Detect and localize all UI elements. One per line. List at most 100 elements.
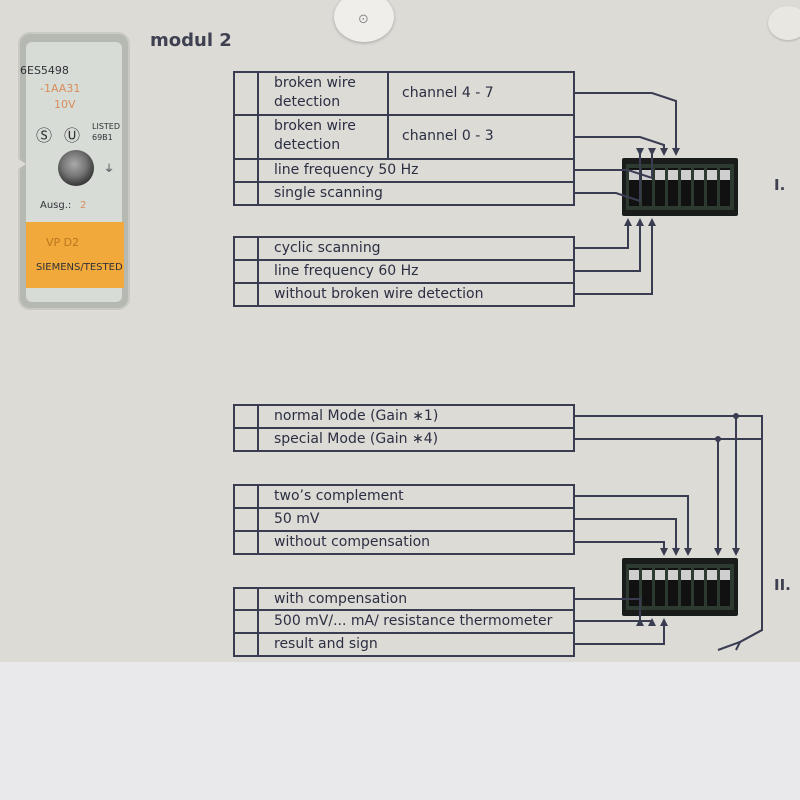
dip-switch-1-slot-1 bbox=[642, 168, 652, 206]
switch-group-1-label: I. bbox=[774, 176, 786, 194]
dip-switch-1-slot-2 bbox=[655, 168, 665, 206]
top-arrow-down-2 bbox=[648, 148, 656, 156]
bottom-row-label-3: 50 mV bbox=[274, 511, 320, 527]
bottom-leader-up-0 bbox=[574, 598, 641, 624]
label-notch bbox=[14, 156, 26, 172]
top-arrow-down-1 bbox=[660, 148, 668, 156]
dip-switch-2-toggle-2 bbox=[655, 570, 665, 580]
dip-switch-1-toggle-4 bbox=[681, 170, 691, 180]
bottom-leader-fmt-1 bbox=[574, 518, 677, 550]
ground-symbol-icon: ⏚ bbox=[104, 164, 114, 175]
bottom-row-label-2: two’s complement bbox=[274, 488, 404, 504]
top-leader-0 bbox=[574, 92, 677, 150]
background-surface bbox=[0, 662, 800, 800]
dip-switch-2-slot-2 bbox=[655, 568, 665, 606]
bottom-arrow-down-0 bbox=[732, 548, 740, 556]
top-arrow-up-2 bbox=[648, 218, 656, 226]
bottom-row-label-4: without compensation bbox=[274, 534, 431, 550]
bottom-leader-fmt-2 bbox=[574, 541, 665, 550]
dip-switch-2-slot-4 bbox=[681, 568, 691, 606]
vp-code: VP D2 bbox=[46, 236, 80, 249]
listed-code: 69B1 bbox=[92, 133, 113, 142]
corner-screw-knob bbox=[768, 6, 800, 40]
bottom-arrow-up-2 bbox=[660, 618, 668, 626]
bottom-row-label-0: normal Mode (Gain ∗1) bbox=[274, 408, 439, 424]
top-row-label-5: line frequency 60 Hz bbox=[274, 263, 419, 279]
dip-switch-2-toggle-5 bbox=[694, 570, 704, 580]
top-leader-1 bbox=[574, 136, 665, 150]
dip-switch-1-toggle-5 bbox=[694, 170, 704, 180]
test-sticker bbox=[26, 222, 124, 288]
bottom-arrow-fmt-0 bbox=[684, 548, 692, 556]
dip-switch-2-slot-1 bbox=[642, 568, 652, 606]
bottom-row-label-7: result and sign bbox=[274, 636, 378, 652]
top-arrow-up-1 bbox=[636, 218, 644, 226]
bottom-junction-0 bbox=[733, 413, 739, 419]
dip-switch-2-toggle-7 bbox=[720, 570, 730, 580]
ausg-value: 2 bbox=[80, 200, 87, 211]
dip-switch-1-slot-6 bbox=[707, 168, 717, 206]
dip-switch-1-toggle-6 bbox=[707, 170, 717, 180]
top-leader-up-0 bbox=[574, 224, 629, 249]
top-arrow-down-3 bbox=[636, 148, 644, 156]
bottom-row-label-1: special Mode (Gain ∗4) bbox=[274, 431, 439, 447]
top-row-value-0: channel 4 - 7 bbox=[402, 85, 494, 101]
dip-switch-2-toggle-6 bbox=[707, 570, 717, 580]
front-panel bbox=[0, 0, 800, 662]
listed-text: LISTED bbox=[92, 122, 120, 131]
top-row-value-1: channel 0 - 3 bbox=[402, 128, 494, 144]
dip-switch-1-slot-4 bbox=[681, 168, 691, 206]
panel-screw-knob: ⊙ bbox=[334, 0, 394, 42]
dip-switch-2-slot-3 bbox=[668, 568, 678, 606]
dip-switch-1-slot-0 bbox=[629, 168, 639, 206]
part-number: 6ES5498 bbox=[20, 64, 69, 77]
top-leader-up-2 bbox=[574, 224, 653, 295]
top-arrow-down-0 bbox=[672, 148, 680, 156]
dip-switch-1-toggle-0 bbox=[629, 170, 639, 180]
dip-switch-2-toggle-3 bbox=[668, 570, 678, 580]
dip-switch-1-toggle-3 bbox=[668, 170, 678, 180]
led-window bbox=[58, 150, 94, 186]
part-suffix: -1AA31 bbox=[40, 82, 81, 95]
brand-tested: SIEMENS/TESTED bbox=[36, 262, 123, 273]
dip-switch-1-slot-5 bbox=[694, 168, 704, 206]
bottom-arrow-up-1 bbox=[648, 618, 656, 626]
dip-switch-1-slot-7 bbox=[720, 168, 730, 206]
dip-switch-2-slot-5 bbox=[694, 568, 704, 606]
top-arrow-up-0 bbox=[624, 218, 632, 226]
bottom-arrow-down-1 bbox=[714, 548, 722, 556]
bottom-row-label-6: 500 mV/... mA/ resistance thermometer bbox=[274, 613, 553, 629]
dip-switch-2-toggle-1 bbox=[642, 570, 652, 580]
bottom-arrow-fmt-2 bbox=[660, 548, 668, 556]
dip-switch-2-toggle-4 bbox=[681, 570, 691, 580]
top-leader-up-1 bbox=[574, 224, 641, 272]
bottom-leader-up-2 bbox=[574, 624, 665, 645]
dip-switch-1-toggle-2 bbox=[655, 170, 665, 180]
top-row-label-6: without broken wire detection bbox=[274, 286, 484, 302]
module-title: modul 2 bbox=[150, 30, 232, 51]
voltage-rating: 10V bbox=[54, 98, 76, 111]
top-row-label-3: single scanning bbox=[274, 185, 383, 201]
ausg-label: Ausg.: bbox=[40, 200, 72, 211]
top-row-label-2: line frequency 50 Hz bbox=[274, 162, 419, 178]
dip-switch-1-toggle-1 bbox=[642, 170, 652, 180]
dip-switch-2-toggle-0 bbox=[629, 570, 639, 580]
screw-mark-icon: ⊙ bbox=[358, 12, 369, 27]
ul-mark-icon: Ⓤ bbox=[64, 126, 81, 145]
top-leader-3 bbox=[574, 150, 641, 203]
dip-switch-1-slot-3 bbox=[668, 168, 678, 206]
switch-group-2-label: II. bbox=[774, 576, 791, 594]
bottom-leader-fmt-0 bbox=[574, 495, 689, 550]
dip-switch-2-slot-7 bbox=[720, 568, 730, 606]
bottom-arrow-fmt-1 bbox=[672, 548, 680, 556]
dip-switch-2-slot-6 bbox=[707, 568, 717, 606]
dip-switch-2-slot-0 bbox=[629, 568, 639, 606]
dip-switch-1-toggle-7 bbox=[720, 170, 730, 180]
csa-mark-icon: Ⓢ bbox=[36, 126, 53, 145]
bottom-junction-1 bbox=[715, 436, 721, 442]
bottom-leader-mode-1 bbox=[574, 438, 763, 651]
bottom-row-label-5: with compensation bbox=[274, 591, 408, 607]
